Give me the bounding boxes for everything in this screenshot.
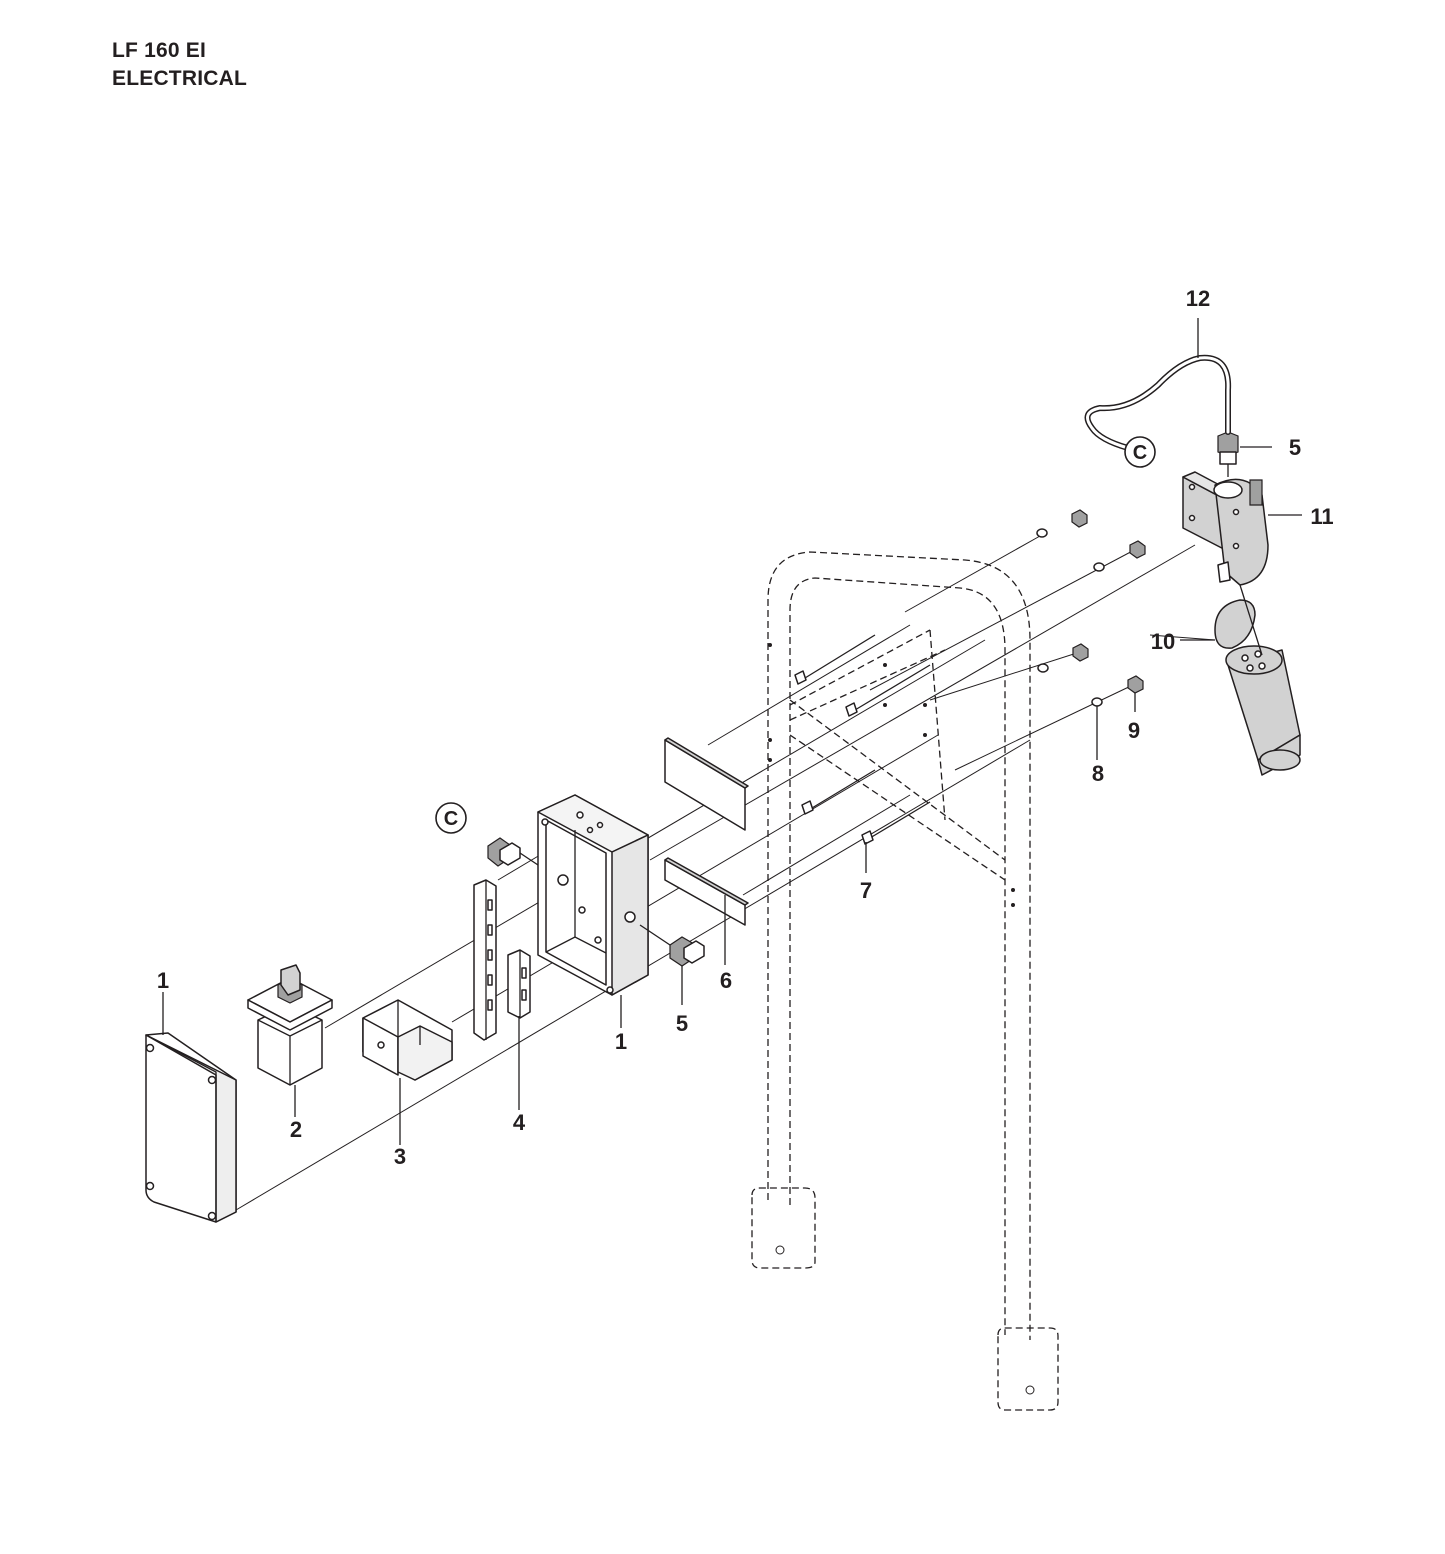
machine-frame-outline xyxy=(751,551,1059,1411)
callout-11: 11 xyxy=(1310,504,1333,529)
callout-5-left: 5 xyxy=(676,1011,688,1036)
washer-part xyxy=(1036,528,1105,760)
enclosure-box-part xyxy=(537,794,649,996)
nut-part xyxy=(1071,509,1146,712)
plug-part xyxy=(1225,584,1301,776)
rotary-switch-part xyxy=(247,964,333,1086)
cable-gland-top-part xyxy=(1217,431,1272,465)
connection-reference-left: C xyxy=(435,802,467,834)
reference-label-c-right: C xyxy=(1133,442,1147,464)
callout-2: 2 xyxy=(290,1117,302,1142)
reference-label-c-left: C xyxy=(444,808,458,830)
callout-8: 8 xyxy=(1092,761,1104,786)
callout-7: 7 xyxy=(860,878,872,903)
callout-12: 12 xyxy=(1186,286,1210,311)
callout-1-box: 1 xyxy=(615,1029,627,1054)
din-rail-part xyxy=(473,879,531,1041)
callout-6: 6 xyxy=(720,968,732,993)
callout-leader-lines xyxy=(162,464,1229,1145)
callout-3: 3 xyxy=(394,1144,406,1169)
connection-reference-right: C xyxy=(1124,436,1156,468)
terminal-block-part xyxy=(362,999,453,1081)
label-plate-part xyxy=(664,737,749,965)
callout-1-cover: 1 xyxy=(157,968,169,993)
callout-10: 10 xyxy=(1151,629,1175,654)
callout-5-right: 5 xyxy=(1289,435,1301,460)
screw-part xyxy=(794,634,931,873)
cable-gland-left-part xyxy=(487,837,539,867)
enclosure-cover-part xyxy=(145,1032,237,1223)
power-cable-part xyxy=(1084,318,1232,451)
diagram-section-title: ELECTRICAL xyxy=(112,67,247,90)
assembly-axis-lines xyxy=(235,535,1216,1211)
callout-4: 4 xyxy=(513,1110,526,1135)
wall-socket-part xyxy=(1182,471,1302,586)
callout-9: 9 xyxy=(1128,718,1140,743)
cable-gland-right-part xyxy=(639,924,705,1005)
socket-cap-part xyxy=(1180,599,1256,649)
diagram-model-title: LF 160 EI xyxy=(112,39,207,62)
